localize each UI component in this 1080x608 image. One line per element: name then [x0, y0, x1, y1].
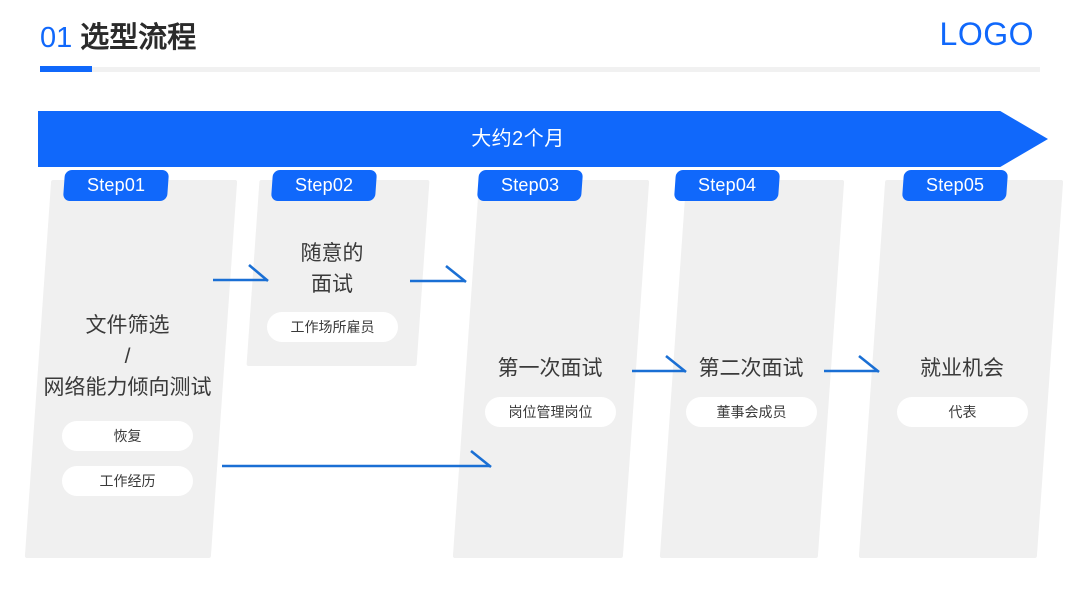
step-title-1: 文件筛选 / 网络能力倾向测试 [43, 314, 212, 399]
step-title-3: 第一次面试 [497, 357, 603, 380]
step-badge-4[interactable]: Step04 [673, 170, 781, 201]
timeline-arrow-shape [38, 111, 1048, 167]
step-pill-3-1[interactable]: 岗位管理岗位 [485, 397, 616, 427]
timeline-label: 大约2个月 [471, 128, 565, 150]
step-title-4: 第二次面试 [698, 357, 804, 380]
step-badge-label: Step03 [500, 175, 560, 195]
logo: LOGO [939, 16, 1034, 52]
step-title-5: 就业机会 [920, 357, 1004, 380]
step-badge-1[interactable]: Step01 [62, 170, 170, 201]
arrow-step2-to-step3 [410, 264, 467, 284]
step-badge-2[interactable]: Step02 [270, 170, 378, 201]
timeline-banner: 大约2个月 [38, 111, 1048, 167]
step-badge-label: Step02 [294, 175, 354, 195]
arrow-step1-to-step3-long [222, 449, 492, 469]
step-badge-3[interactable]: Step03 [476, 170, 584, 201]
step-badge-label: Step04 [697, 175, 757, 195]
header-divider [40, 67, 1040, 72]
step-pill-2-1[interactable]: 工作场所雇员 [267, 312, 398, 342]
step-pill-5-1[interactable]: 代表 [897, 397, 1028, 427]
step-title-2: 随意的 面试 [300, 242, 364, 296]
header-divider-accent [40, 66, 92, 72]
step-pill-1-2[interactable]: 工作经历 [62, 466, 193, 496]
step-pill-1-1[interactable]: 恢复 [62, 421, 193, 451]
step-pill-4-1[interactable]: 董事会成员 [686, 397, 817, 427]
page-title-text: 选型流程 [80, 22, 197, 54]
step-badge-label: Step05 [925, 175, 985, 195]
step-badge-label: Step01 [86, 175, 146, 195]
page-title-number: 01 [40, 22, 73, 54]
step-badge-5[interactable]: Step05 [901, 170, 1009, 201]
